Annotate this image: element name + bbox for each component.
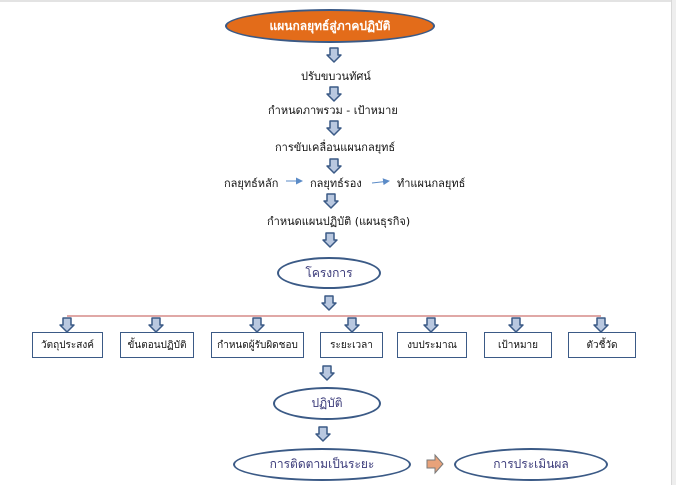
step-paradigm: ปรับขบวนทัศน์ <box>301 70 371 83</box>
down-arrow-overview-icon <box>326 120 342 136</box>
down-arrow-indicator-icon <box>593 317 609 333</box>
step-drive-strategy: การขับเคลื่อนแผนกลยุทธ์ <box>275 141 396 154</box>
step-action-plan: กำหนดแผนปฏิบัติ (แผนธุรกิจ) <box>267 215 411 228</box>
down-arrow-components-icon <box>321 295 337 311</box>
project-label: โครงการ <box>305 265 353 280</box>
practice-label: ปฏิบัติ <box>311 396 343 410</box>
down-arrow-plan-icon <box>323 193 339 209</box>
strategy-main: กลยุทธ์หลัก <box>224 177 279 190</box>
component-procedure: ขั้นตอนปฏิบัติ <box>120 332 194 358</box>
window-right-scrollbar <box>671 0 676 485</box>
strategy-to-practice-title: แผนกลยุทธ์สู่ภาคปฏิบัติ <box>225 9 435 43</box>
step-overview-goal: กำหนดภาพรวม - เป้าหมาย <box>268 104 398 117</box>
component-responsible: กำหนดผู้รับผิดชอบ <box>211 332 304 358</box>
down-arrow-strategy-icon <box>326 158 342 174</box>
down-arrow-objective-icon <box>59 317 75 333</box>
down-arrow-monitoring-icon <box>315 426 331 442</box>
down-arrow-target-icon <box>508 317 524 333</box>
down-arrow-practice-icon <box>319 365 335 381</box>
component-budget: งบประมาณ <box>397 332 467 358</box>
monitoring-ellipse: การติดตามเป็นระยะ <box>233 448 411 481</box>
right-arrow-icon <box>426 453 444 475</box>
down-arrow-budget-icon <box>423 317 439 333</box>
window-top-border <box>0 0 676 2</box>
header-title: แผนกลยุทธ์สู่ภาคปฏิบัติ <box>269 18 391 33</box>
component-target: เป้าหมาย <box>484 332 552 358</box>
strategy-make-plan: ทำแผนกลยุทธ์ <box>397 177 466 190</box>
down-arrow-header-icon <box>326 47 342 63</box>
evaluation-ellipse: การประเมินผล <box>454 448 608 481</box>
component-objective: วัตถุประสงค์ <box>32 332 103 358</box>
strategy-secondary: กลยุทธ์รอง <box>310 177 362 190</box>
component-indicator: ตัวชี้วัด <box>568 332 636 358</box>
down-arrow-duration-icon <box>344 317 360 333</box>
monitoring-label: การติดตามเป็นระยะ <box>269 457 375 471</box>
practice-ellipse: ปฏิบัติ <box>273 387 381 420</box>
down-arrow-paradigm-icon <box>326 86 342 102</box>
component-duration: ระยะเวลา <box>320 332 383 358</box>
arrow-secondary-to-make <box>371 178 390 186</box>
project-ellipse: โครงการ <box>277 257 381 289</box>
down-arrow-project-icon <box>322 232 338 248</box>
evaluation-label: การประเมินผล <box>493 457 569 471</box>
down-arrow-procedure-icon <box>148 317 164 333</box>
down-arrow-responsible-icon <box>249 317 265 333</box>
